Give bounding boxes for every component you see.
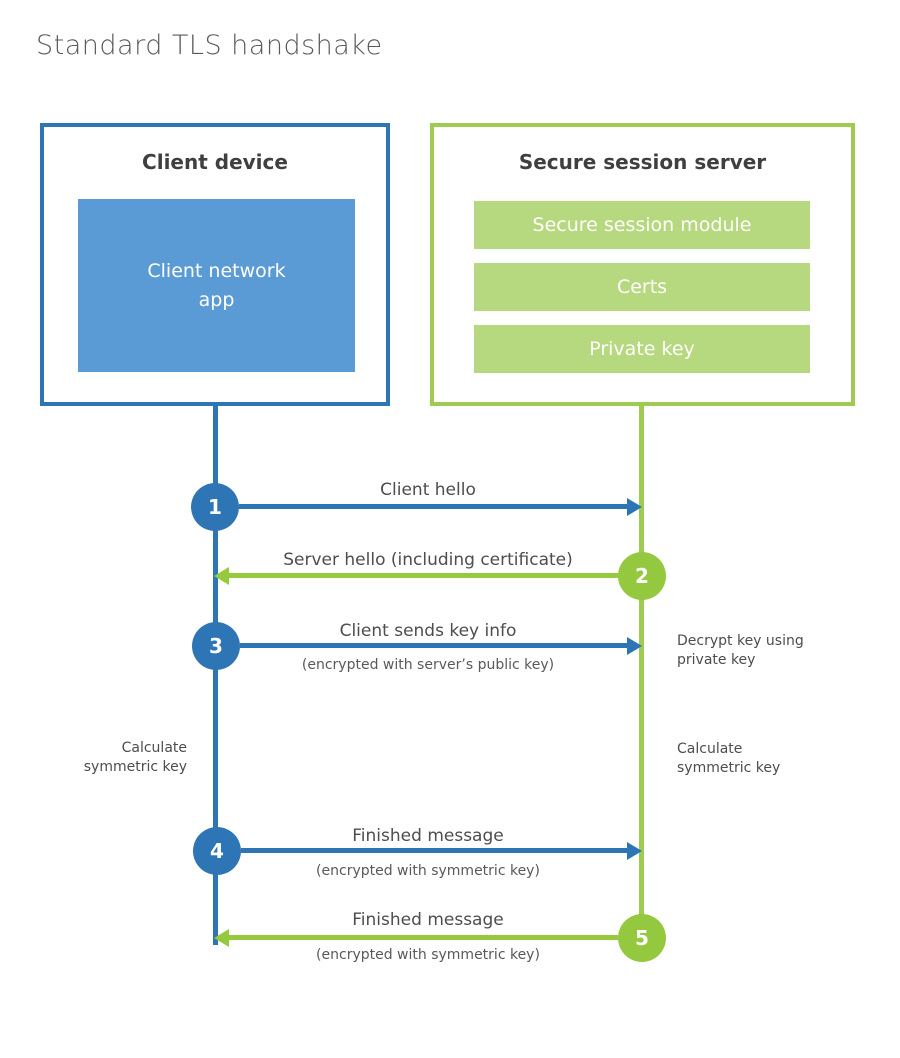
step-2-badge: 2: [618, 552, 666, 600]
client-network-app-box: Client network app: [78, 199, 355, 372]
step-2-arrowhead-left-icon: [214, 567, 229, 585]
server-module-bar: Secure session module: [474, 201, 810, 249]
step-1-badge: 1: [191, 483, 239, 531]
step-3-arrowhead-right-icon: [627, 637, 642, 655]
step-number: 5: [635, 926, 649, 950]
step-5-arrowhead-left-icon: [214, 929, 229, 947]
step-3-sublabel: (encrypted with server’s public key): [301, 657, 555, 673]
step-5-label: Finished message: [352, 910, 504, 930]
step-5-sublabel: (encrypted with symmetric key): [316, 947, 540, 963]
step-4-label: Finished message: [352, 826, 504, 846]
secure-session-server-heading: Secure session server: [518, 150, 767, 174]
step-3-label: Client sends key info: [339, 621, 517, 641]
server-private-key-bar: Private key: [474, 325, 810, 373]
step-1-arrow-line: [239, 504, 627, 509]
step-3-badge: 3: [192, 622, 240, 670]
step-4-arrow-line: [241, 848, 627, 853]
step-number: 3: [209, 634, 223, 658]
step-number: 2: [635, 564, 649, 588]
client-device-heading: Client device: [142, 150, 288, 174]
step-5-arrow-line: [229, 935, 618, 940]
step-4-arrowhead-right-icon: [627, 842, 642, 860]
step-1-label: Client hello: [380, 480, 476, 500]
server-decrypt-key-note: Decrypt key using private key: [677, 633, 804, 668]
step-4-badge: 4: [193, 827, 241, 875]
step-number: 1: [208, 495, 222, 519]
page-title: Standard TLS handshake: [36, 30, 383, 61]
server-certs-bar: Certs: [474, 263, 810, 311]
step-4-sublabel: (encrypted with symmetric key): [316, 863, 540, 879]
server-calculate-symmetric-key-note: Calculate symmetric key: [677, 741, 781, 776]
step-2-label: Server hello (including certificate): [283, 550, 573, 570]
step-1-arrowhead-right-icon: [627, 498, 642, 516]
step-number: 4: [210, 839, 224, 863]
step-2-arrow-line: [229, 573, 618, 578]
client-lifeline: [213, 405, 218, 945]
step-5-badge: 5: [618, 914, 666, 962]
step-3-arrow-line: [240, 643, 627, 648]
client-calculate-symmetric-key-note: Calculate symmetric key: [83, 740, 187, 775]
server-lifeline: [639, 405, 644, 940]
